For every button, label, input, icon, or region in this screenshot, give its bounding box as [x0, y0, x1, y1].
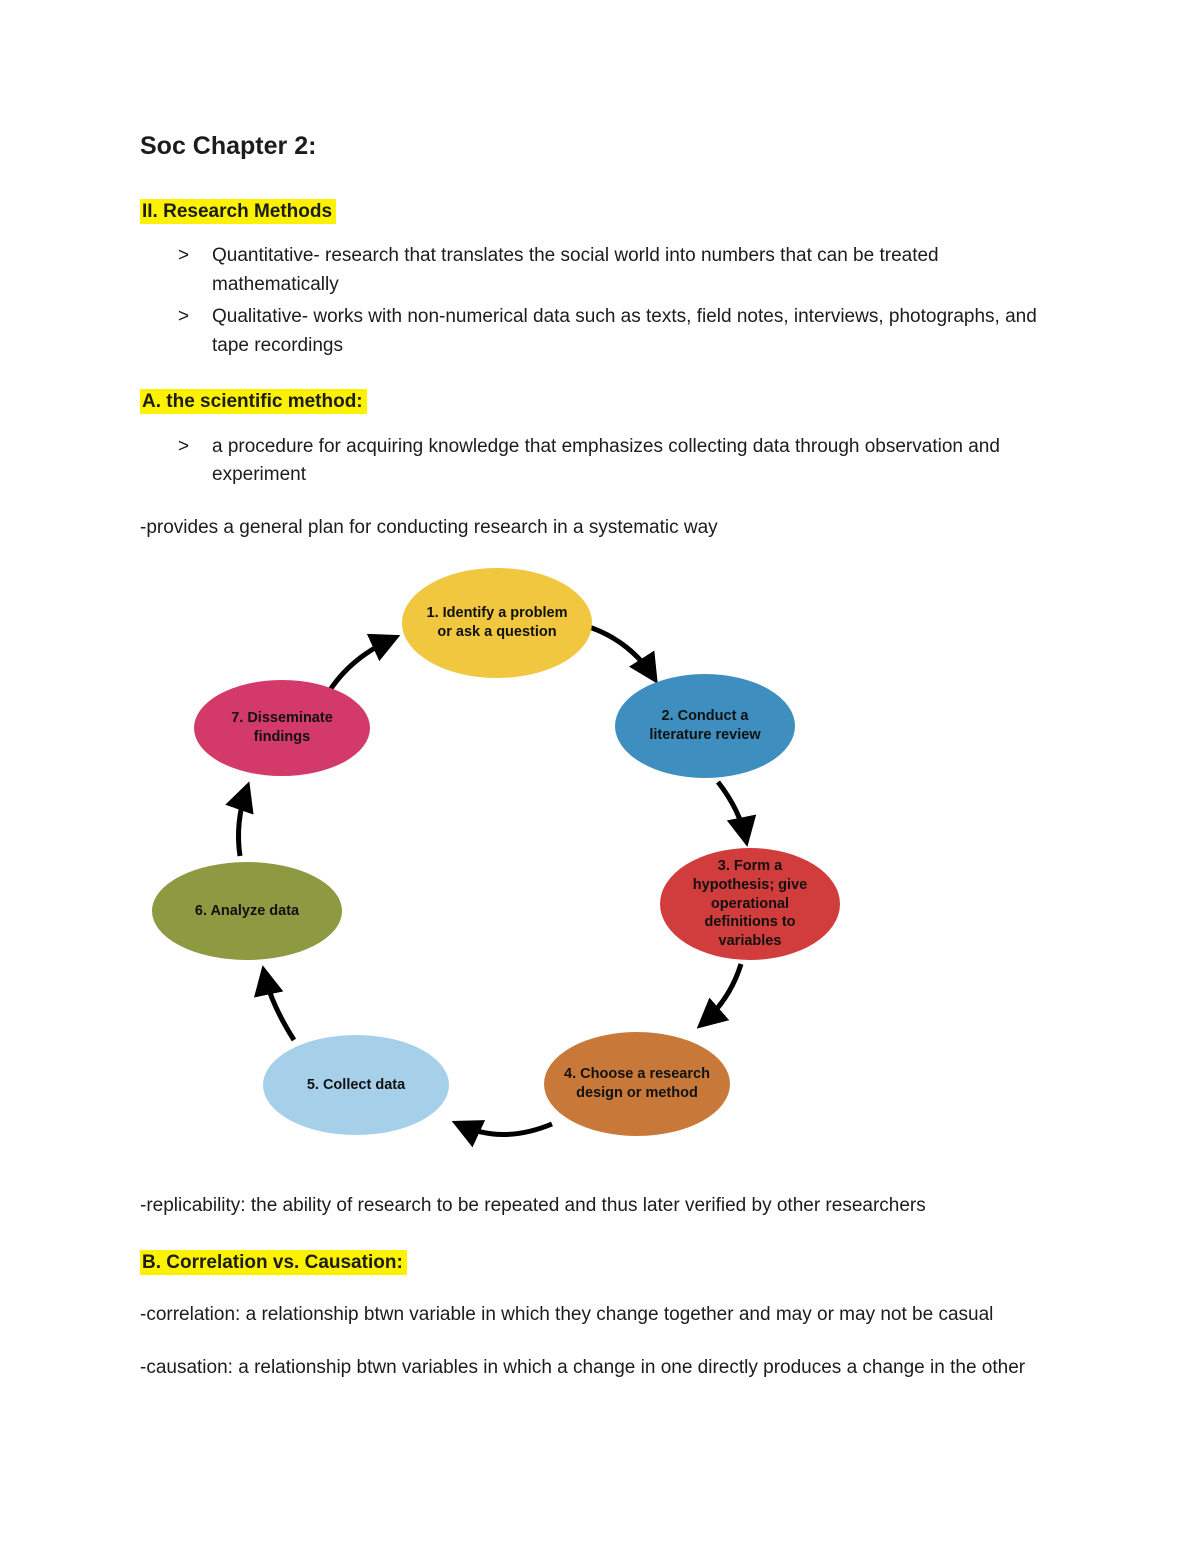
- arrow-6-to-7: [225, 781, 254, 857]
- cycle-node-disseminate-findings: 7. Disseminate findings: [194, 680, 370, 776]
- causation-definition: -causation: a relationship btwn variable…: [140, 1356, 1026, 1378]
- scientific-method-cycle-diagram: 1. Identify a problem or ask a question …: [140, 568, 1060, 1168]
- section-heading-research-methods: II. Research Methods: [140, 198, 1060, 227]
- correlation-causation-heading: B. Correlation vs. Causation:: [140, 1249, 407, 1275]
- list-item: > Quantitative- research that translates…: [140, 242, 1060, 299]
- scientific-method-bullets: > a procedure for acquiring knowledge th…: [140, 433, 1060, 490]
- cycle-node-research-design: 4. Choose a research design or method: [544, 1032, 730, 1136]
- cycle-node-label: 3. Form a hypothesis; give operational d…: [692, 857, 808, 950]
- section-heading-scientific-method: A. the scientific method:: [140, 388, 1060, 417]
- cycle-node-analyze-data: 6. Analyze data: [152, 862, 342, 960]
- arrow-2-to-3: [716, 780, 757, 847]
- replicability-note: -replicability: the ability of research …: [140, 1195, 926, 1216]
- arrow-3-to-4: [696, 963, 744, 1029]
- correlation-definition: -correlation: a relationship btwn variab…: [140, 1304, 994, 1325]
- arrow-1-to-2: [585, 623, 658, 684]
- bullet-marker: >: [178, 306, 190, 327]
- bullet-marker: >: [178, 435, 190, 457]
- arrow-5-to-6: [254, 965, 297, 1042]
- arrow-4-to-5: [451, 1120, 553, 1148]
- cycle-node-collect-data: 5. Collect data: [263, 1035, 449, 1135]
- bullet-marker: >: [178, 245, 190, 266]
- cycle-node-literature-review: 2. Conduct a literature review: [615, 674, 795, 778]
- bullet-text-qualitative: Qualitative- works with non-numerical da…: [212, 306, 1037, 356]
- cycle-node-form-hypothesis: 3. Form a hypothesis; give operational d…: [660, 848, 840, 960]
- bullet-text-procedure: a procedure for acquiring knowledge that…: [212, 435, 1000, 486]
- cycle-node-label: 5. Collect data: [306, 1076, 406, 1093]
- scientific-method-note: -provides a general plan for conducting …: [140, 516, 718, 538]
- page-title: Soc Chapter 2:: [140, 132, 317, 160]
- list-item: > a procedure for acquiring knowledge th…: [140, 433, 1060, 490]
- scientific-method-heading: A. the scientific method:: [140, 389, 367, 414]
- cycle-node-identify-problem: 1. Identify a problem or ask a question: [402, 568, 592, 678]
- cycle-node-label: 2. Conduct a literature review: [649, 708, 761, 743]
- arrow-7-to-1: [327, 633, 401, 692]
- cycle-node-label: 7. Disseminate findings: [231, 710, 333, 745]
- section-heading-correlation-causation: B. Correlation vs. Causation:: [140, 1249, 1060, 1278]
- bullet-text-quantitative: Quantitative- research that translates t…: [212, 245, 939, 295]
- research-methods-bullets: > Quantitative- research that translates…: [140, 242, 1060, 360]
- document-content: Soc Chapter 2: II. Research Methods > Qu…: [140, 132, 1060, 1378]
- research-methods-heading: II. Research Methods: [140, 198, 337, 224]
- cycle-node-label: 6. Analyze data: [194, 902, 300, 919]
- cycle-node-label: 4. Choose a research design or method: [564, 1066, 710, 1101]
- list-item: > Qualitative- works with non-numerical …: [140, 303, 1060, 360]
- cycle-node-label: 1. Identify a problem or ask a question: [426, 605, 568, 640]
